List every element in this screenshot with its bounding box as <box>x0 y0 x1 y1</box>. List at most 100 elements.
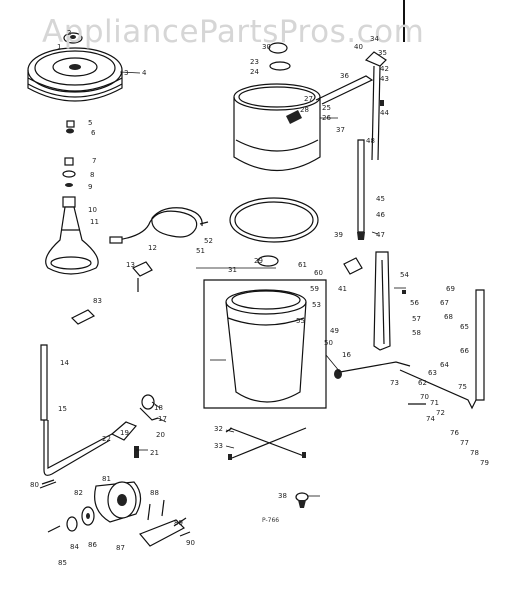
callout-27: 27 <box>304 95 313 103</box>
callout-87: 87 <box>116 544 125 552</box>
callout-73: 73 <box>390 379 399 387</box>
callout-88: 88 <box>150 489 159 497</box>
callout-48: 48 <box>366 137 375 145</box>
callout-18: 18 <box>154 404 163 412</box>
callout-16: 16 <box>342 351 351 359</box>
tub-gasket <box>229 197 319 267</box>
callout-89: 89 <box>174 519 183 527</box>
callout-7: 7 <box>92 157 97 165</box>
callout-40: 40 <box>354 43 363 51</box>
tub-support-rod <box>334 289 485 410</box>
callout-76: 76 <box>450 429 459 437</box>
callout-72: 72 <box>436 409 445 417</box>
callout-32: 32 <box>214 425 223 433</box>
callout-65: 65 <box>460 323 469 331</box>
callout-62: 62 <box>418 379 427 387</box>
caster-36 <box>295 492 309 508</box>
callout-26: 26 <box>322 114 331 122</box>
callout-4: 4 <box>142 69 147 77</box>
callout-63: 63 <box>428 369 437 377</box>
callout-5: 5 <box>88 119 93 127</box>
small-clamp-13 <box>132 261 153 292</box>
callout-21: 21 <box>150 449 159 457</box>
callout-74: 74 <box>426 415 435 423</box>
callout-28: 28 <box>300 106 309 114</box>
callout-45: 45 <box>376 195 385 203</box>
callout-17: 17 <box>158 415 167 423</box>
callout-83: 83 <box>93 297 102 305</box>
callout-11: 11 <box>90 218 99 226</box>
callout-75: 75 <box>458 383 467 391</box>
callout-86: 86 <box>88 541 97 549</box>
callout-44: 44 <box>380 109 389 117</box>
callout-77: 77 <box>460 439 469 447</box>
callout-51: 51 <box>196 247 205 255</box>
callout-78: 78 <box>470 449 479 457</box>
callout-52: 52 <box>204 237 213 245</box>
callout-29: 29 <box>254 257 263 265</box>
callout-39: 39 <box>334 231 343 239</box>
callout-47: 47 <box>376 231 385 239</box>
callout-15: 15 <box>58 405 67 413</box>
callout-24: 24 <box>250 68 259 76</box>
callout-69: 69 <box>446 285 455 293</box>
callout-35: 35 <box>378 49 387 57</box>
callout-71: 71 <box>430 399 439 407</box>
callout-90: 90 <box>186 539 195 547</box>
callout-14: 14 <box>60 359 69 367</box>
callout-6: 6 <box>91 129 96 137</box>
callout-59: 59 <box>310 285 319 293</box>
drain-pipe <box>40 344 159 476</box>
callout-36: 36 <box>340 72 349 80</box>
callout-46: 46 <box>376 211 385 219</box>
agitator <box>45 196 99 275</box>
callout-19: 19 <box>120 429 129 437</box>
callout-55: 55 <box>296 317 305 325</box>
fitting-83 <box>70 309 96 325</box>
callout-2: 2 <box>67 29 72 37</box>
callout-79: 79 <box>480 459 489 467</box>
callout-84: 84 <box>70 543 79 551</box>
leader-lines <box>119 71 406 497</box>
callout-22: 22 <box>102 435 111 443</box>
callout-80: 80 <box>30 481 39 489</box>
callout-82: 82 <box>74 489 83 497</box>
callout-60: 60 <box>314 269 323 277</box>
spin-basket <box>203 279 327 409</box>
hose-assembly <box>109 207 209 244</box>
callout-9: 9 <box>88 183 93 191</box>
callout-54: 54 <box>400 271 409 279</box>
callout-30: 30 <box>262 43 271 51</box>
callout-8: 8 <box>90 171 95 179</box>
callout-64: 64 <box>440 361 449 369</box>
callout-70: 70 <box>420 393 429 401</box>
callout-81: 81 <box>102 475 111 483</box>
callout-1: 1 <box>57 43 62 51</box>
drive-motor <box>39 479 142 533</box>
callout-25: 25 <box>322 104 331 112</box>
callout-20: 20 <box>156 431 165 439</box>
callout-61: 61 <box>298 261 307 269</box>
callout-56: 56 <box>410 299 419 307</box>
outer-tub-top <box>233 42 321 172</box>
callout-3: 3 <box>124 69 129 77</box>
cross-brace <box>225 427 307 460</box>
figure-code: P-766 <box>262 517 280 524</box>
callout-33: 33 <box>214 442 223 450</box>
pulley-bolts <box>62 120 76 187</box>
callout-53: 53 <box>312 301 321 309</box>
callout-38: 38 <box>278 492 287 500</box>
callout-66: 66 <box>460 347 469 355</box>
callout-50: 50 <box>324 339 333 347</box>
callout-68: 68 <box>444 313 453 321</box>
callout-13: 13 <box>126 261 135 269</box>
callout-31: 31 <box>228 266 237 274</box>
callout-12: 12 <box>148 244 157 252</box>
callout-23: 23 <box>250 58 259 66</box>
callout-43: 43 <box>380 75 389 83</box>
drive-pulley <box>27 32 123 102</box>
callout-57: 57 <box>412 315 421 323</box>
callout-37: 37 <box>336 126 345 134</box>
